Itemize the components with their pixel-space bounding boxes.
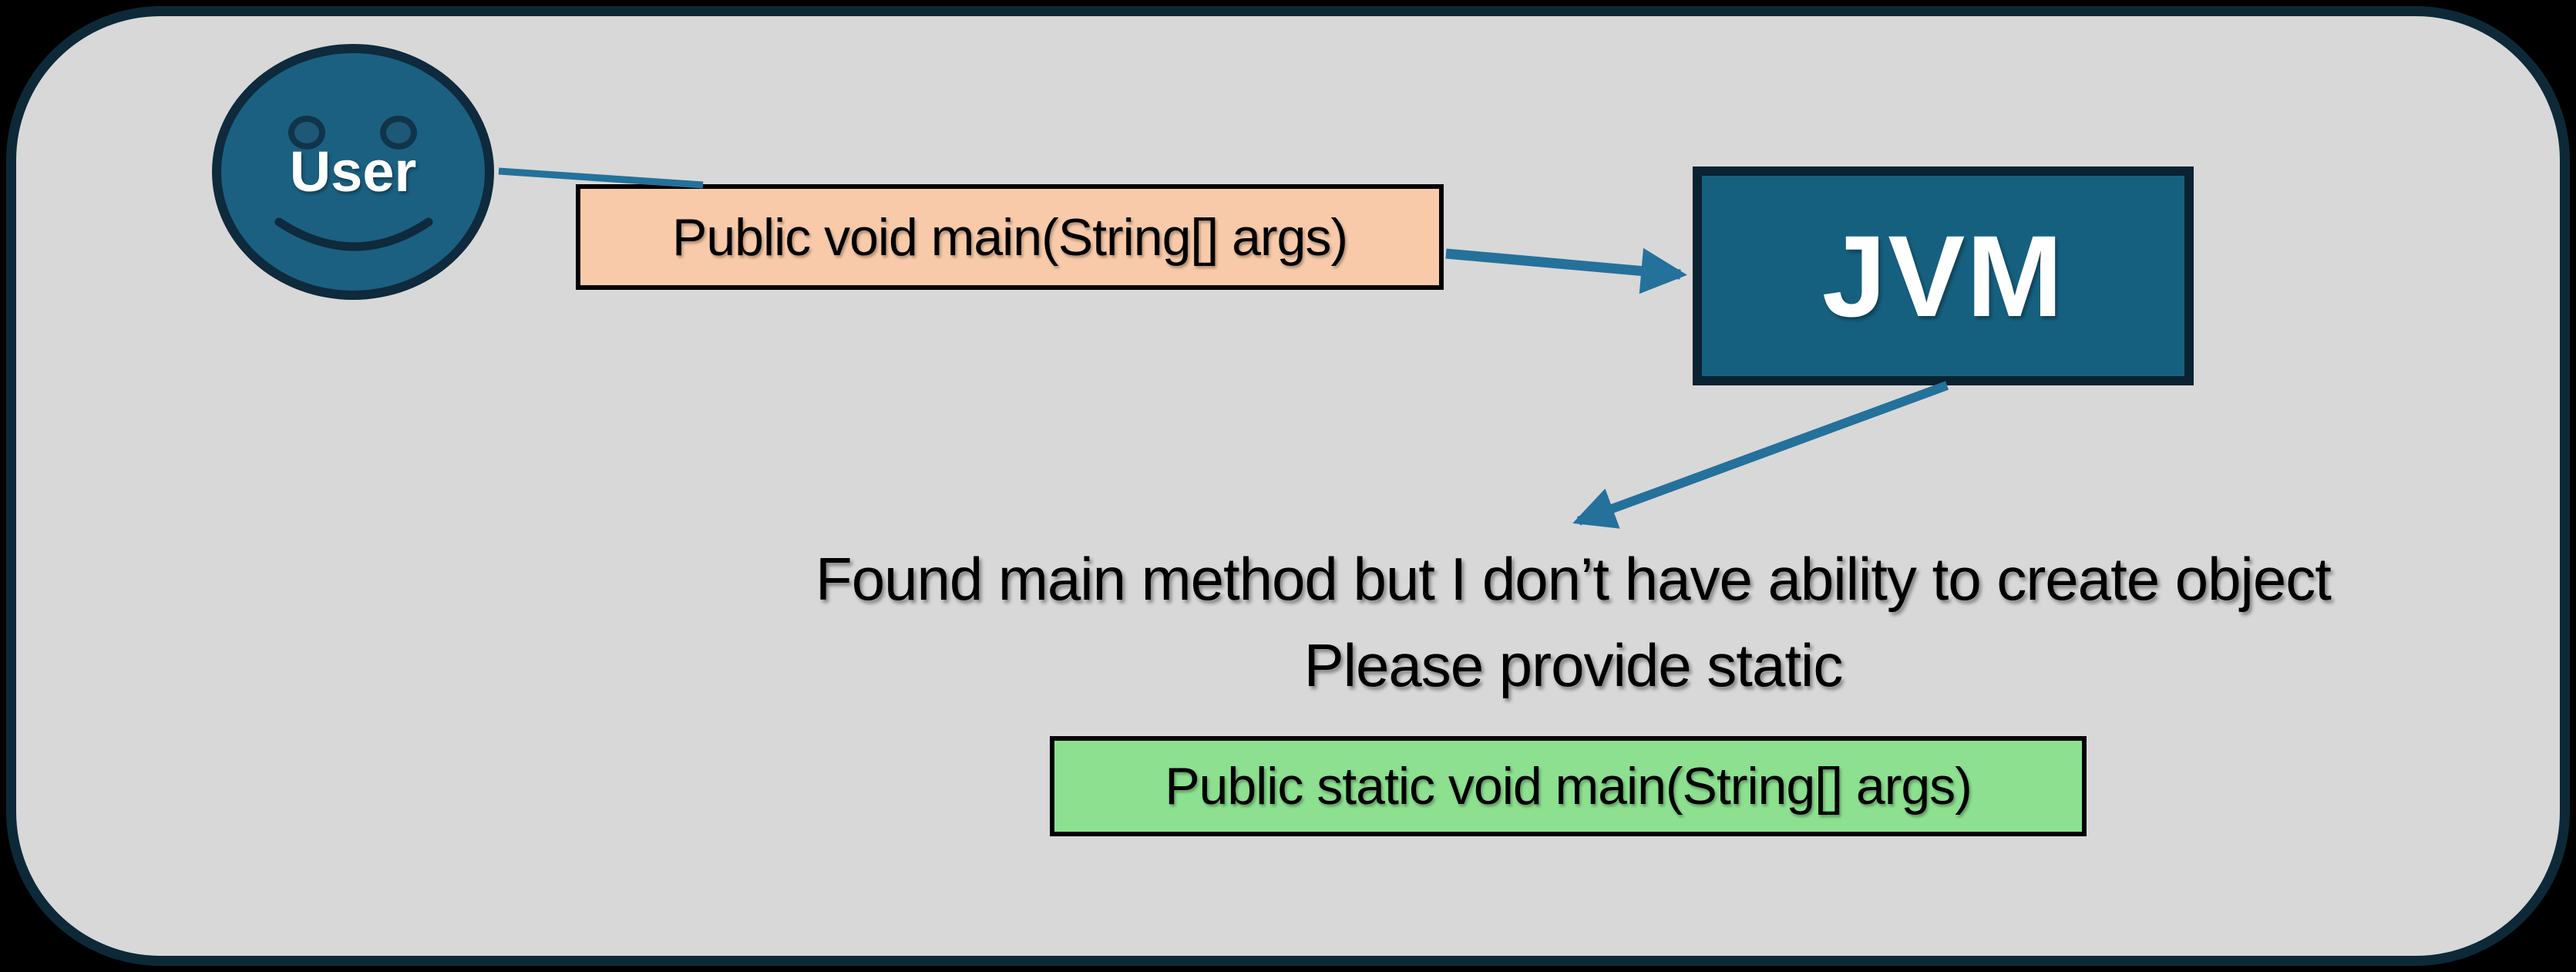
jvm-node: JVM [1693,166,2194,385]
user-right-eye-icon [380,116,417,150]
static-box: Public static void main(String[] args) [1050,736,2087,836]
jvm-message-line2: Please provide static [1303,631,1844,699]
call-box: Public void main(String[] args) [576,184,1444,290]
user-left-eye-icon [288,116,325,150]
jvm-node-label: JVM [1821,210,2065,341]
jvm-message-line1: Found main method but I don’t have abili… [816,545,2332,613]
user-node-label: User [289,139,417,203]
call-box-label: Public void main(String[] args) [671,207,1348,267]
static-box-label: Public static void main(String[] args) [1165,757,1972,816]
jvm-message: Found main method but I don’t have abili… [671,536,2475,708]
